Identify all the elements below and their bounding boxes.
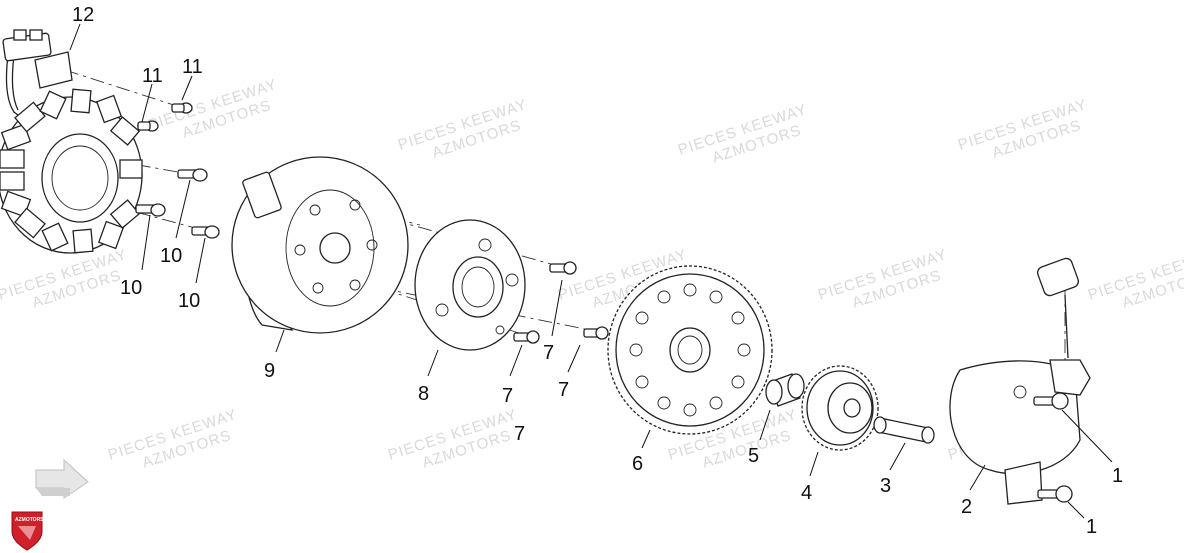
bolt-10-b: [135, 203, 166, 217]
callout-5: 5: [748, 445, 759, 467]
callout-10: 10: [120, 277, 142, 299]
flywheel-rotor: [231, 156, 409, 334]
callout-4: 4: [801, 482, 812, 504]
starter-clutch: [414, 219, 526, 351]
bolt-1-lower: [1037, 485, 1073, 503]
leader-lines: [69, 23, 1113, 519]
starter-motor: [949, 257, 1091, 505]
callout-7: 7: [558, 379, 569, 401]
callout-1: 1: [1112, 465, 1123, 487]
bolt-7-b: [583, 326, 609, 340]
callout-11: 11: [182, 56, 203, 78]
bolt-1-upper: [1033, 392, 1069, 410]
callout-7: 7: [514, 423, 525, 445]
callout-7: 7: [543, 342, 554, 364]
callout-9: 9: [264, 360, 275, 382]
starter-driven-gear: [607, 265, 773, 435]
arrow-right-icon[interactable]: [35, 458, 89, 499]
callout-12: 12: [72, 4, 94, 26]
bolt-10-a: [177, 168, 208, 182]
bushing: [765, 373, 805, 407]
idle-gear: [801, 365, 879, 451]
bolt-10-c: [191, 225, 220, 239]
callout-3: 3: [880, 475, 891, 497]
azmotors-logo: AZMOTORS: [11, 511, 44, 551]
callout-7: 7: [502, 385, 513, 407]
callout-10: 10: [178, 290, 200, 312]
stator-assembly: [0, 29, 143, 254]
logo-text: AZMOTORS: [15, 517, 44, 523]
bolt-7-c: [513, 330, 540, 344]
callout-1: 1: [1086, 516, 1097, 538]
screw-11-upper: [171, 102, 193, 114]
callout-2: 2: [961, 496, 972, 518]
callout-6: 6: [632, 453, 643, 475]
idle-gear-shaft: [873, 416, 935, 444]
bolt-7-a: [549, 261, 577, 275]
callout-11: 11: [142, 65, 163, 87]
callout-8: 8: [418, 383, 429, 405]
callout-labels: 12 11 11 10 10 10 9 8 7 7 7 7 6 5 4 3 2 …: [72, 4, 1123, 538]
callout-10: 10: [160, 245, 182, 267]
screw-11-lower: [137, 120, 159, 132]
